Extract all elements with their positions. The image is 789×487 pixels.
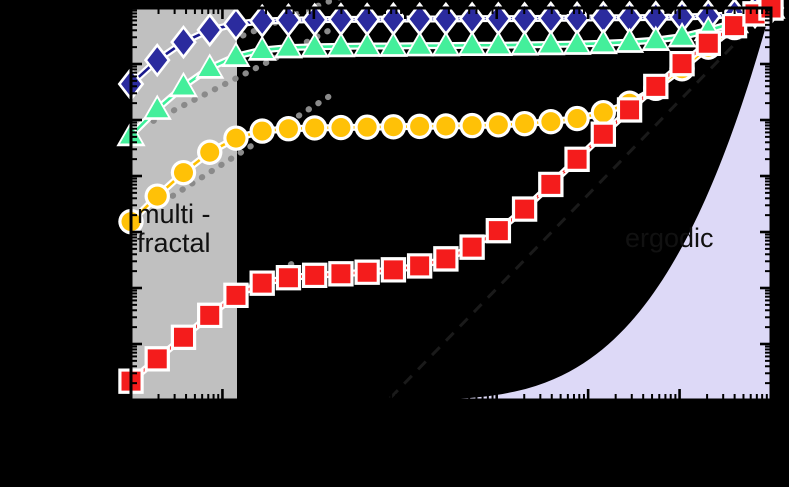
data-point[interactable]: [461, 34, 484, 54]
data-point[interactable]: [646, 76, 666, 96]
axis-frame: [129, 6, 773, 402]
data-point[interactable]: [488, 221, 508, 241]
data-point[interactable]: [147, 349, 167, 369]
data-point[interactable]: [514, 5, 535, 32]
data-point[interactable]: [357, 262, 377, 282]
data-point[interactable]: [672, 4, 693, 30]
data-point[interactable]: [226, 128, 246, 148]
dotted-guide-amber: [160, 93, 333, 206]
data-point[interactable]: [513, 33, 536, 53]
dotted-guide-green: [150, 20, 346, 124]
data-point[interactable]: [593, 103, 613, 123]
data-point[interactable]: [620, 100, 640, 120]
axis-ticks: [129, 6, 773, 402]
data-point[interactable]: [567, 109, 587, 129]
data-point[interactable]: [618, 31, 641, 51]
data-point[interactable]: [200, 142, 220, 162]
data-point[interactable]: [593, 4, 614, 31]
data-point[interactable]: [408, 34, 431, 54]
data-point[interactable]: [356, 35, 379, 55]
data-point[interactable]: [645, 4, 666, 31]
data-point[interactable]: [147, 186, 167, 206]
data-point[interactable]: [462, 237, 482, 257]
data-point[interactable]: [278, 268, 298, 288]
data-point[interactable]: [331, 118, 351, 138]
data-point[interactable]: [592, 32, 615, 52]
data-point[interactable]: [566, 33, 589, 53]
data-point[interactable]: [671, 25, 693, 45]
diagonal-dashed-line: [389, 8, 769, 400]
data-point[interactable]: [225, 45, 247, 65]
data-point[interactable]: [200, 305, 220, 325]
data-point[interactable]: [593, 124, 613, 144]
data-point[interactable]: [410, 116, 430, 136]
data-point[interactable]: [146, 98, 169, 118]
data-point[interactable]: [383, 260, 403, 280]
data-point[interactable]: [462, 116, 482, 136]
data-point[interactable]: [173, 29, 194, 55]
data-point[interactable]: [410, 256, 430, 276]
data-point[interactable]: [252, 121, 272, 141]
data-point[interactable]: [540, 5, 561, 32]
data-point[interactable]: [305, 118, 325, 138]
data-point[interactable]: [567, 5, 588, 32]
data-point[interactable]: [173, 327, 193, 347]
series-green-triangles: [116, 0, 786, 147]
data-point[interactable]: [225, 11, 246, 37]
data-point[interactable]: [383, 6, 404, 32]
data-point[interactable]: [619, 4, 640, 31]
data-point[interactable]: [305, 265, 325, 285]
ergodic-region: [375, 8, 771, 400]
data-point[interactable]: [172, 75, 195, 95]
data-point[interactable]: [278, 119, 298, 139]
data-point[interactable]: [488, 115, 508, 135]
data-point[interactable]: [277, 36, 300, 56]
data-point[interactable]: [567, 149, 587, 169]
data-point[interactable]: [409, 6, 430, 32]
data-point[interactable]: [331, 264, 351, 284]
data-point[interactable]: [487, 34, 510, 54]
data-point[interactable]: [541, 174, 561, 194]
data-point[interactable]: [436, 249, 456, 269]
data-point[interactable]: [252, 8, 273, 34]
data-point[interactable]: [383, 117, 403, 137]
data-point[interactable]: [541, 112, 561, 132]
data-point[interactable]: [382, 35, 405, 55]
data-point[interactable]: [251, 39, 274, 59]
data-point[interactable]: [725, 16, 745, 36]
data-point[interactable]: [147, 47, 168, 73]
ergodic-label: ergodic: [625, 223, 714, 253]
data-point[interactable]: [672, 54, 692, 74]
data-point[interactable]: [539, 33, 562, 53]
data-point[interactable]: [226, 285, 246, 305]
data-point[interactable]: [698, 33, 718, 53]
data-point[interactable]: [330, 6, 351, 33]
data-point[interactable]: [515, 114, 535, 134]
data-point[interactable]: [515, 199, 535, 219]
data-point[interactable]: [329, 35, 352, 55]
series-red-squares: [118, 0, 784, 394]
data-point[interactable]: [434, 34, 457, 54]
data-point[interactable]: [199, 17, 220, 43]
data-point[interactable]: [198, 57, 221, 77]
data-point[interactable]: [357, 117, 377, 137]
multifractal-label: multi - fractal: [137, 199, 211, 259]
data-point[interactable]: [357, 6, 378, 33]
data-point[interactable]: [252, 273, 272, 293]
data-point[interactable]: [173, 163, 193, 183]
data-point[interactable]: [303, 35, 326, 55]
data-point[interactable]: [436, 116, 456, 136]
data-point[interactable]: [644, 29, 667, 49]
data-point[interactable]: [435, 6, 456, 32]
